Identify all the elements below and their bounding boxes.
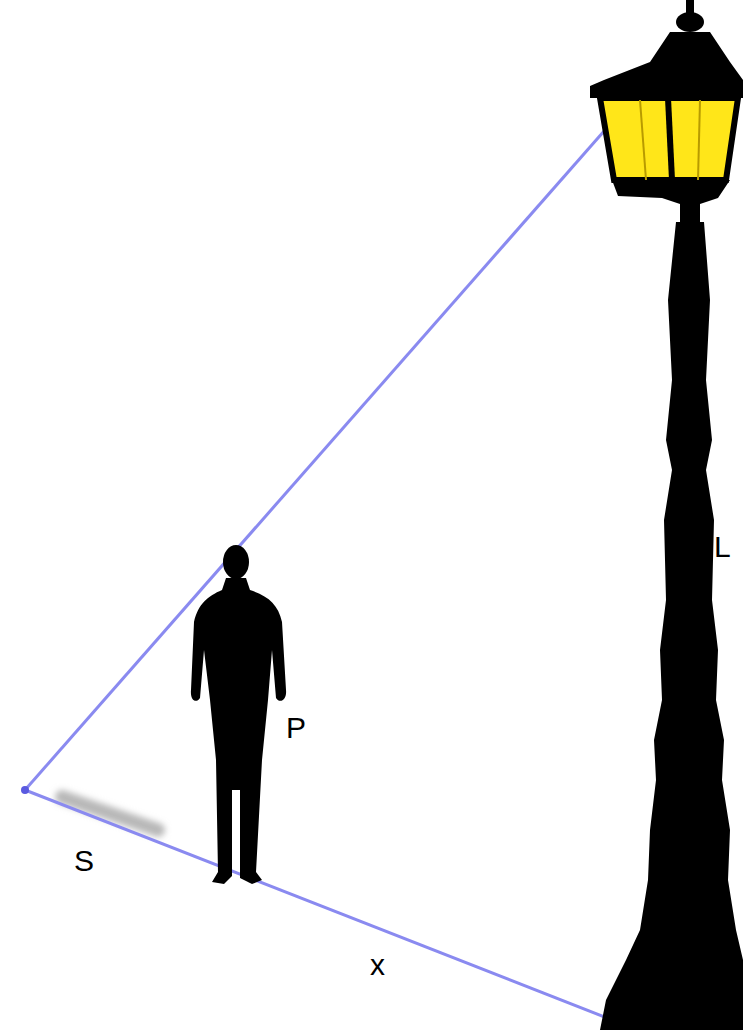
dimension-label: x xyxy=(370,950,385,980)
person-silhouette xyxy=(191,545,286,884)
ground-line xyxy=(25,790,625,1025)
dimension-label: S xyxy=(74,846,94,876)
dimension-label: L xyxy=(714,532,731,562)
shadow-tip xyxy=(21,786,29,794)
lamp-post xyxy=(590,0,743,1030)
shadow xyxy=(62,797,158,830)
light-ray xyxy=(25,130,605,790)
lantern-glass xyxy=(600,98,738,180)
dimension-label: P xyxy=(286,713,306,743)
